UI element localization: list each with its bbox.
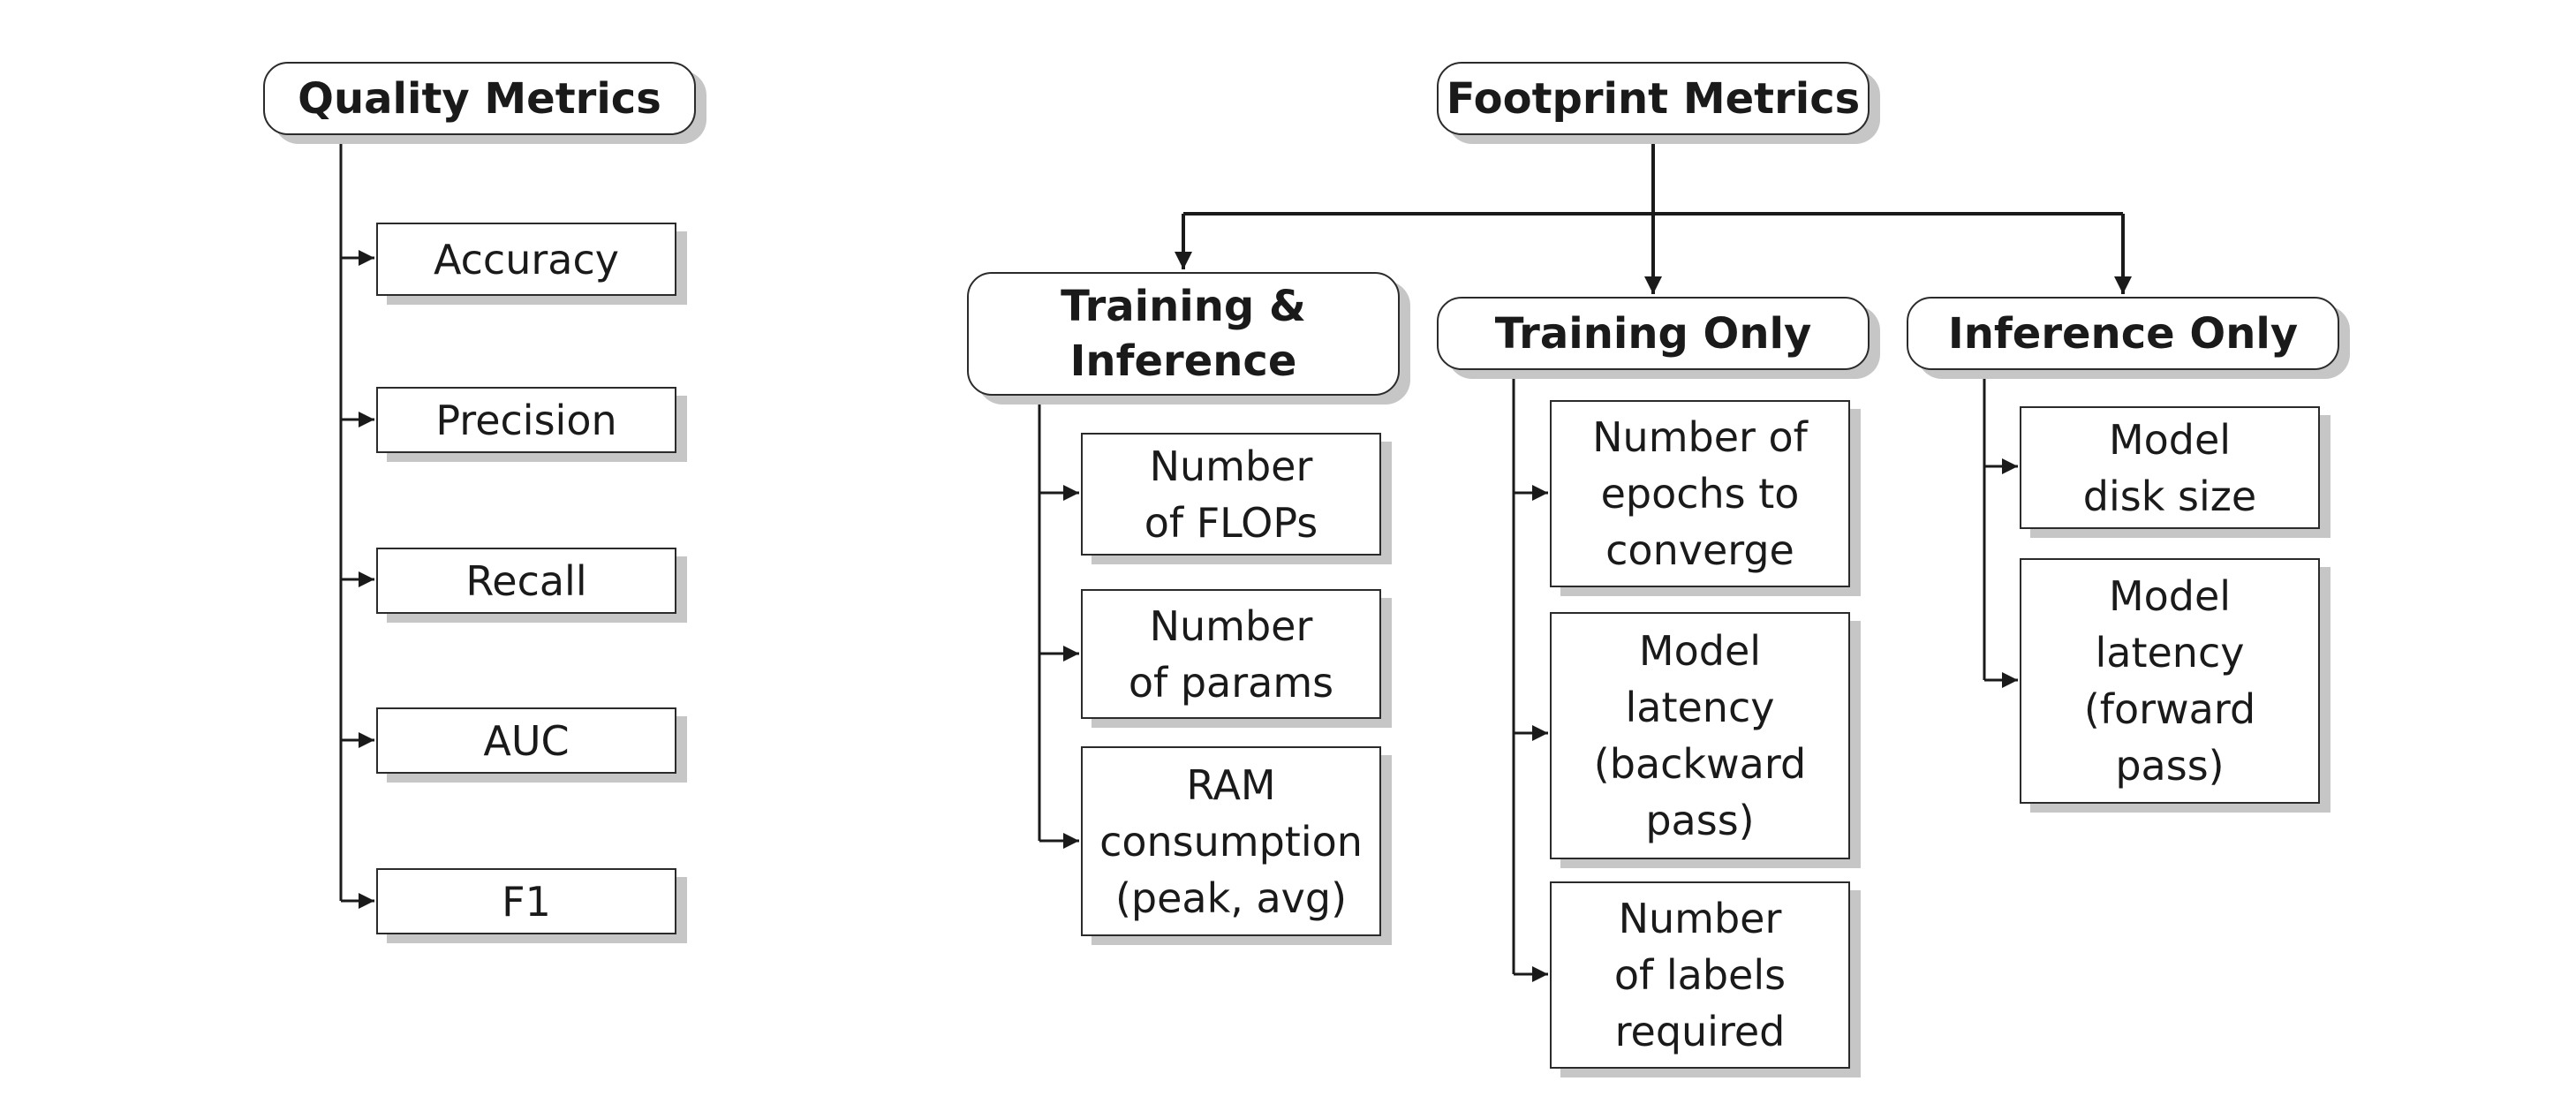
quality-item-precision: Precision (376, 387, 676, 453)
ti-item-params: Number of params (1081, 589, 1381, 719)
footprint-metrics-header: Footprint Metrics (1437, 62, 1870, 135)
to-item-backward-latency: Model latency (backward pass) (1550, 612, 1850, 859)
training-only-header: Training Only (1437, 297, 1870, 370)
ti-item-ram: RAM consumption (peak, avg) (1081, 746, 1381, 936)
quality-item-recall: Recall (376, 548, 676, 614)
quality-item-f1: F1 (376, 868, 676, 934)
training-inference-header: Training & Inference (967, 272, 1400, 396)
quality-metrics-header: Quality Metrics (263, 62, 696, 135)
quality-item-accuracy: Accuracy (376, 223, 676, 296)
io-item-forward-latency: Model latency (forward pass) (2020, 558, 2320, 804)
quality-item-auc: AUC (376, 707, 676, 774)
io-item-disk-size: Model disk size (2020, 406, 2320, 529)
to-item-epochs: Number of epochs to converge (1550, 400, 1850, 587)
inference-only-header: Inference Only (1907, 297, 2339, 370)
to-item-labels: Number of labels required (1550, 881, 1850, 1069)
ti-item-flops: Number of FLOPs (1081, 433, 1381, 556)
